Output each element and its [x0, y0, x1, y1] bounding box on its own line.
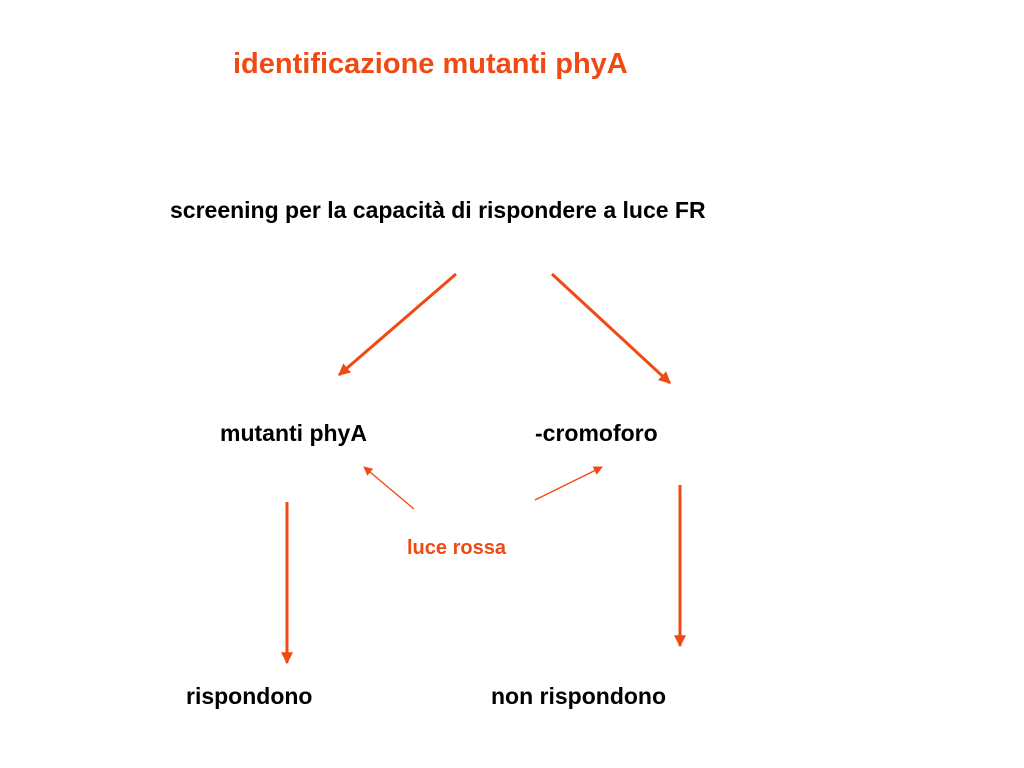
arrow-luce-to-mutanti: [363, 466, 415, 510]
screening-node: screening per la capacità di rispondere …: [170, 197, 706, 223]
non-rispondono-node: non rispondono: [491, 683, 667, 709]
cromoforo-node: -cromoforo: [535, 420, 658, 446]
arrow-screening-to-mutanti: [338, 272, 457, 377]
mutanti-phya-node: mutanti phyA: [220, 420, 367, 446]
luce-rossa-label: luce rossa: [407, 537, 506, 559]
slide-title: identificazione mutanti phyA: [233, 48, 628, 80]
arrow-screening-to-cromoforo: [550, 272, 672, 385]
arrow-luce-to-cromoforo: [534, 466, 603, 501]
rispondono-node: rispondono: [186, 683, 313, 709]
